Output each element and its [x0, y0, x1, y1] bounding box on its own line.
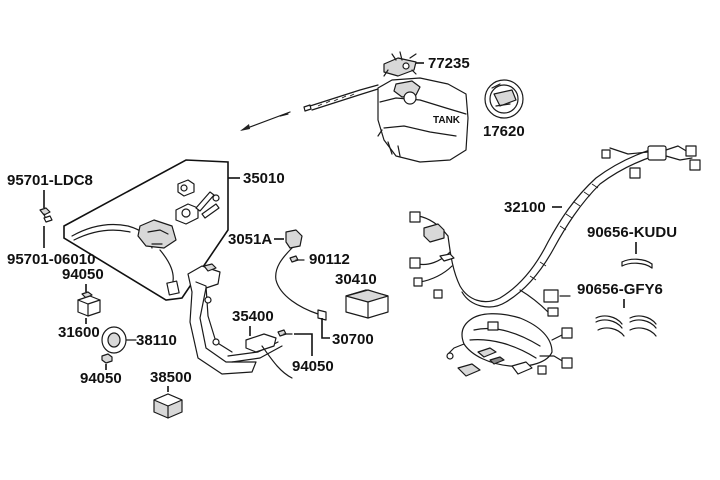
cable-band-drawing	[595, 315, 657, 337]
nut-drawing	[81, 291, 93, 299]
part-label-95701-ldc8: 95701-LDC8	[7, 172, 93, 189]
part-label-35010: 35010	[243, 170, 285, 187]
part-label-77235: 77235	[428, 55, 470, 72]
fuel-tank-drawing: TANK	[377, 77, 469, 163]
part-label-94050-a: 94050	[62, 266, 104, 283]
cable-band-drawing	[621, 258, 653, 269]
relay-drawing	[77, 295, 101, 317]
stop-switch-drawing	[245, 333, 293, 379]
part-label-38500: 38500	[150, 369, 192, 386]
flasher-relay-drawing	[153, 393, 183, 419]
bolt-drawing	[289, 255, 305, 263]
part-label-90656-gfy6: 90656-GFY6	[577, 281, 663, 298]
bolt-drawing	[277, 329, 293, 337]
part-label-95701-06010: 95701-06010	[7, 251, 95, 268]
ignition-switch-kit-drawing	[63, 159, 229, 301]
sensor-drawing	[275, 229, 327, 321]
nut-drawing	[101, 353, 113, 364]
part-label-94050-b: 94050	[80, 370, 122, 387]
cdi-unit-drawing	[345, 289, 389, 319]
screw-drawing	[43, 215, 53, 223]
frame-bracket-drawing	[187, 263, 283, 375]
fuel-sender-drawing	[484, 79, 524, 119]
part-label-35400: 35400	[232, 308, 274, 325]
part-label-38110: 38110	[136, 332, 177, 349]
part-label-30410: 30410	[335, 271, 377, 288]
part-label-3051a: 3051A	[228, 231, 272, 248]
part-label-90656-kudu: 90656-KUDU	[587, 224, 677, 241]
horn-drawing	[101, 326, 137, 354]
part-label-30700: 30700	[332, 331, 374, 348]
wire-harness-drawing	[409, 145, 701, 377]
part-label-94050-c: 94050	[292, 358, 334, 375]
part-label-32100: 32100	[504, 199, 546, 216]
part-label-17620: 17620	[483, 123, 525, 140]
fuel-cock-drawing	[383, 51, 417, 77]
throttle-cable-drawing	[240, 84, 379, 131]
part-label-90112: 90112	[309, 251, 350, 268]
tank-label: TANK	[433, 115, 461, 126]
part-label-31600: 31600	[58, 324, 100, 341]
